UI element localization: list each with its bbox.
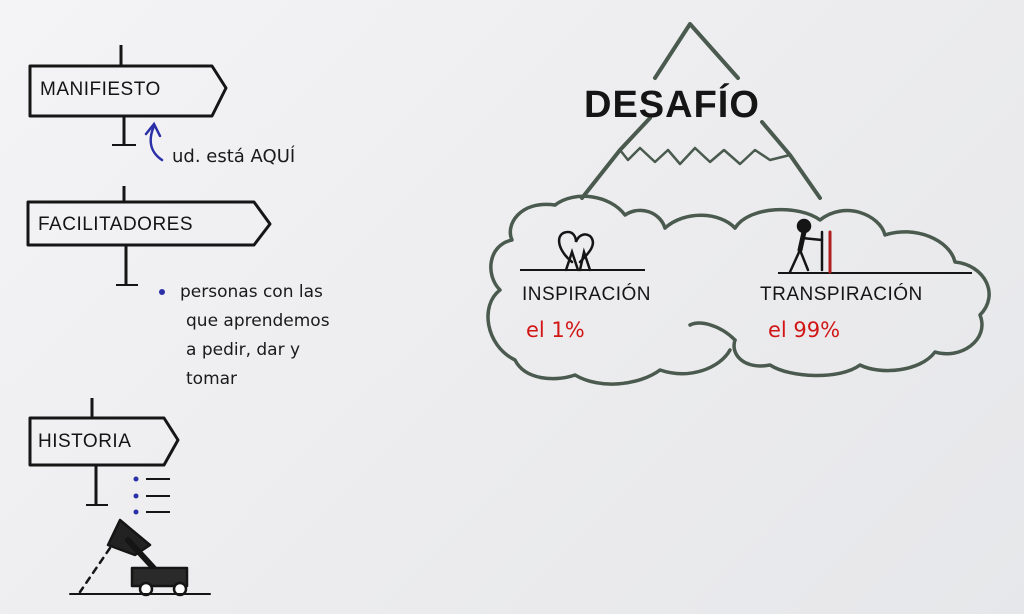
transpiracion-percent: el 99%	[768, 318, 841, 342]
arrow-up-icon	[144, 121, 164, 162]
sign-historia: HISTORIA	[38, 431, 132, 452]
transpiracion-label: TRANSPIRACIÓN	[760, 284, 923, 305]
heart-figure-icon	[557, 230, 595, 272]
cannon-icon	[69, 518, 211, 597]
facilitadores-note-line-1: personas con las	[180, 282, 323, 302]
sign-manifiesto: MANIFIESTO	[40, 79, 161, 100]
facilitadores-note-line-2: que aprendemos	[186, 311, 330, 331]
you-are-here-note: ud. está AQUÍ	[172, 146, 296, 167]
sign-facilitadores: FACILITADORES	[38, 214, 194, 235]
facilitadores-note-line-4: tomar	[186, 369, 238, 389]
signpost-facilitadores-icon	[26, 186, 272, 286]
bullet-dot	[159, 289, 165, 295]
facilitadores-note-line-3: a pedir, dar y	[186, 340, 301, 360]
desafio-title: DESAFÍO	[584, 84, 760, 126]
climber-icon	[788, 218, 832, 274]
inspiracion-label: INSPIRACIÓN	[522, 284, 652, 305]
signpost-manifiesto-icon	[28, 45, 228, 146]
signpost-historia-icon	[28, 398, 180, 506]
historia-bullets	[133, 476, 170, 515]
mountain-icon	[580, 22, 822, 200]
inspiracion-percent: el 1%	[526, 318, 585, 342]
cloud-icon	[486, 194, 991, 386]
